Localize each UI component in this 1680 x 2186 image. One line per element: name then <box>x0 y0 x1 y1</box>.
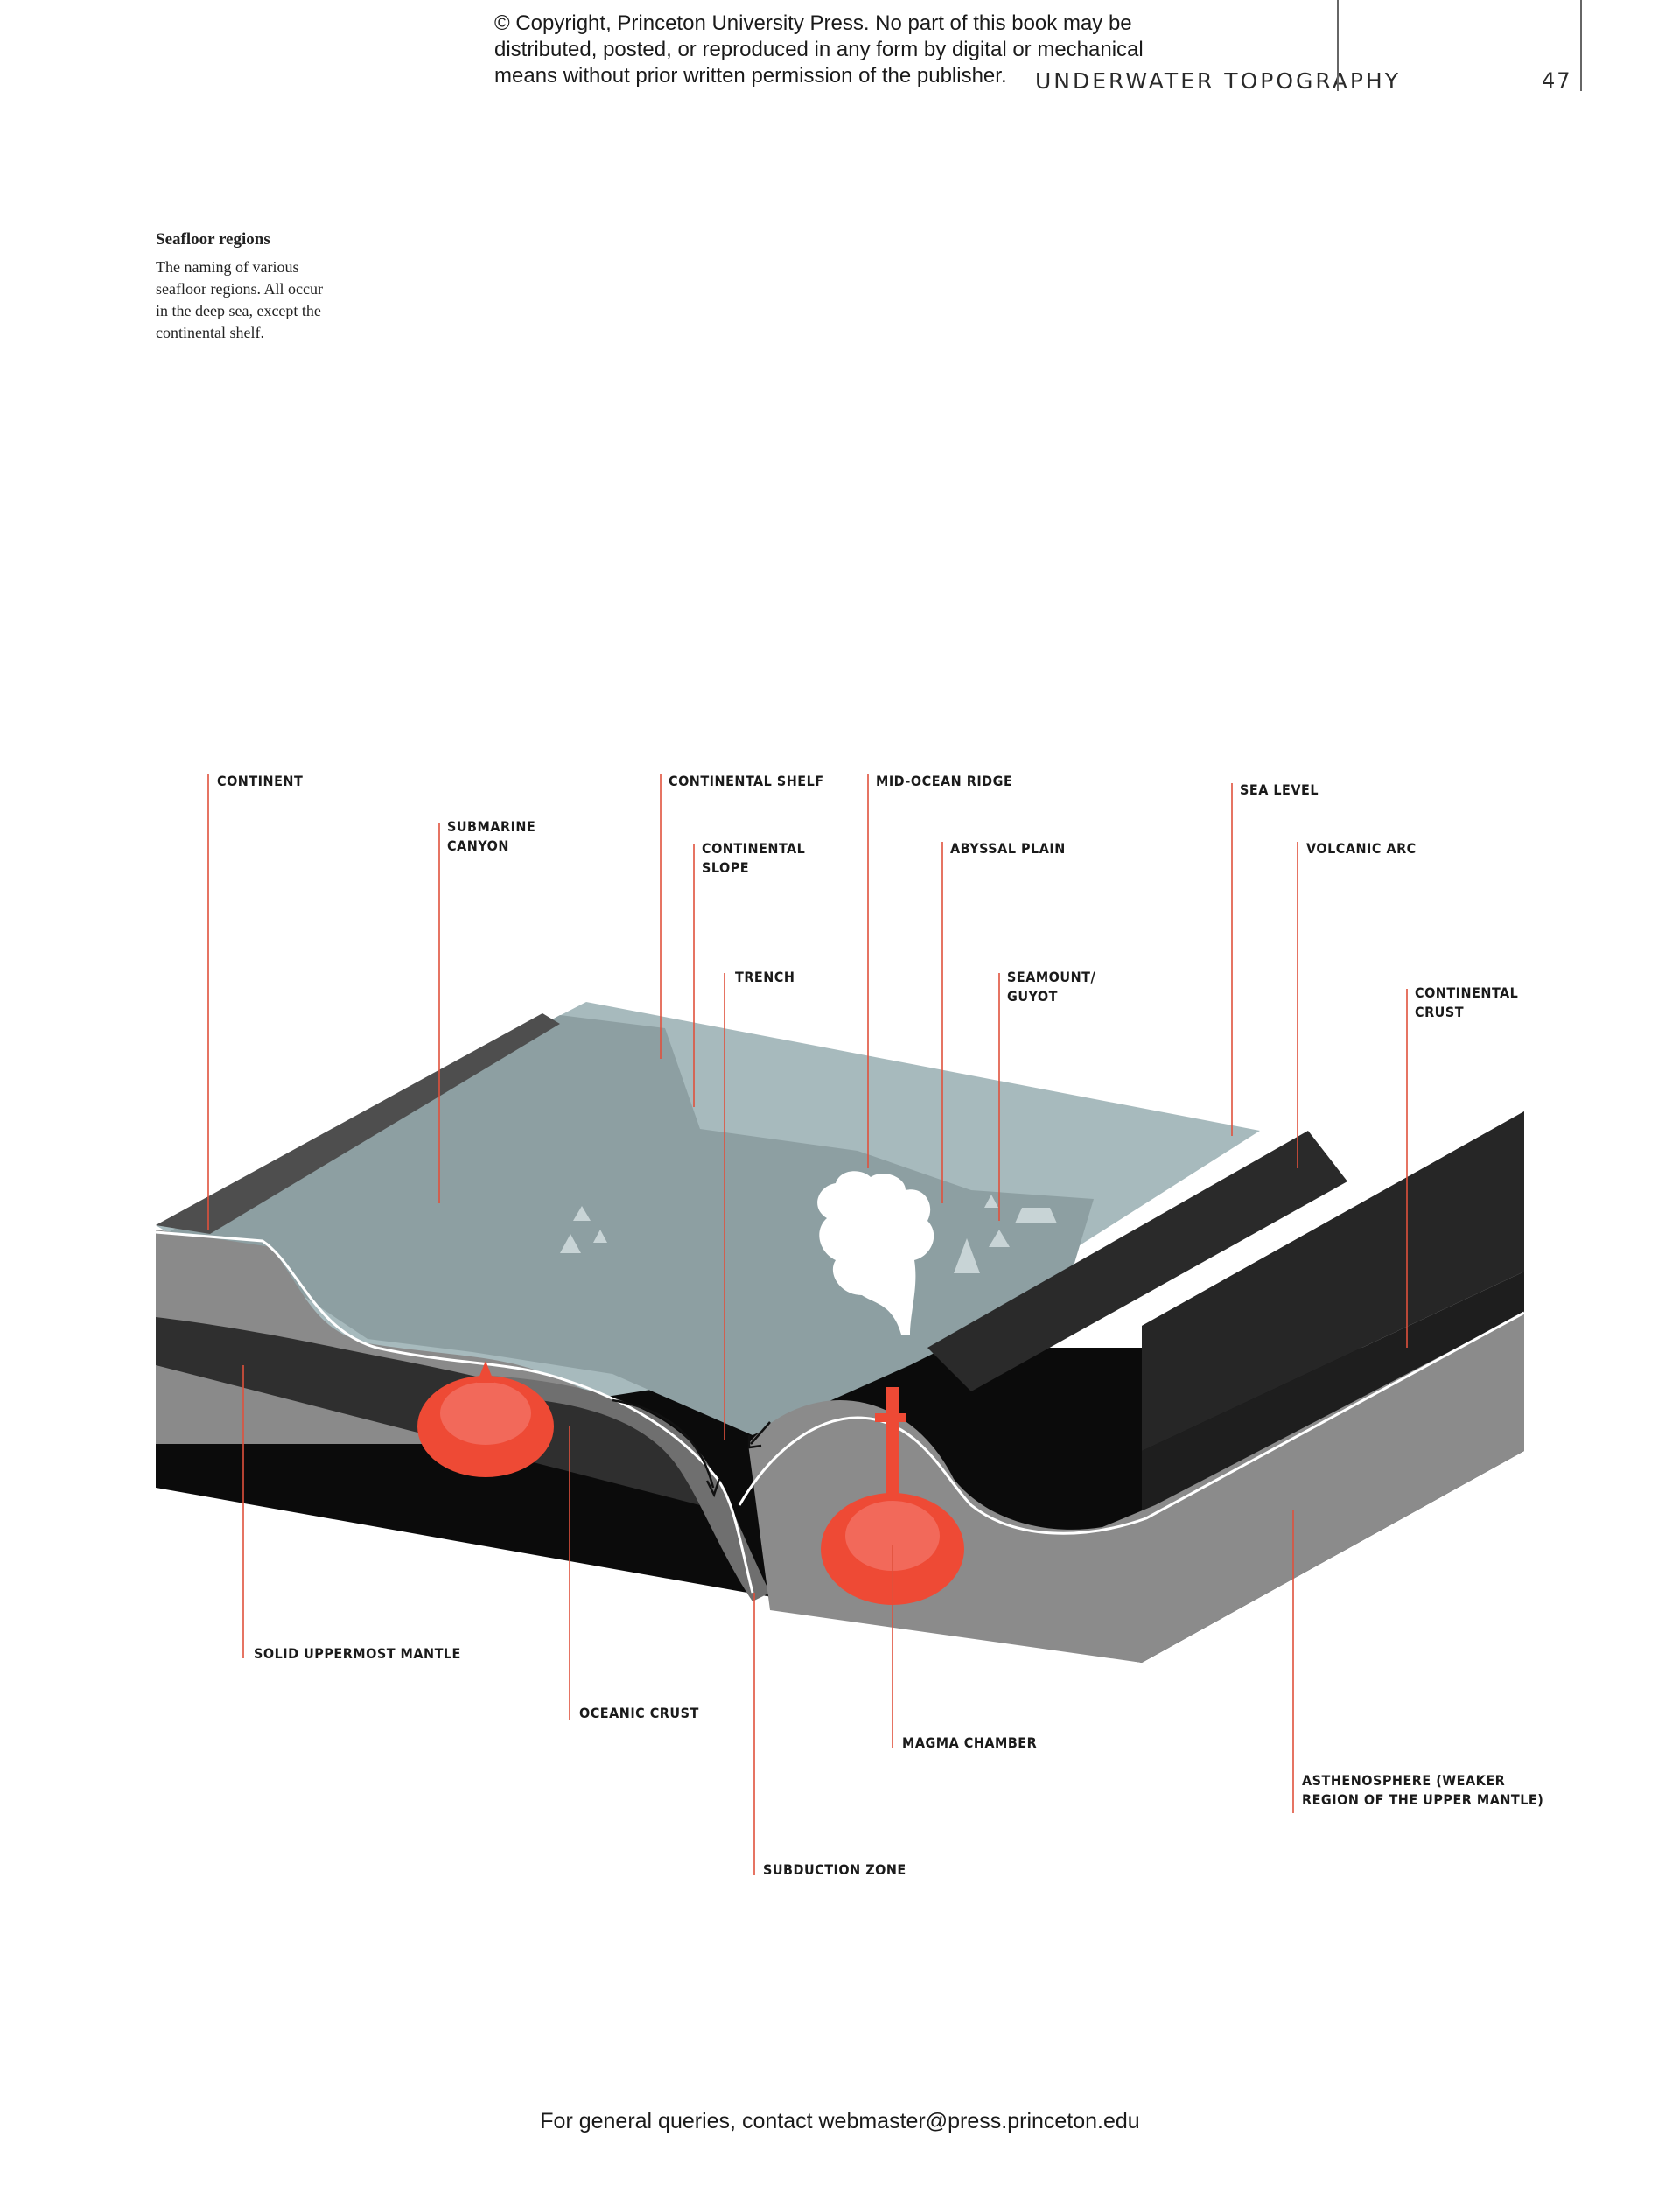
footer-contact: For general queries, contact webmaster@p… <box>540 2109 1140 2133</box>
label-oceanic-crust: OCEANIC CRUST <box>579 1705 699 1721</box>
label-continental-shelf: CONTINENTAL SHELF <box>668 773 824 789</box>
figure-caption: Seafloor regions The naming of various s… <box>156 230 383 344</box>
copyright-line: distributed, posted, or reproduced in an… <box>494 38 1144 61</box>
subduction-arrows <box>612 1398 771 1498</box>
label-continent: CONTINENT <box>217 773 303 789</box>
magma-chamber-left <box>417 1361 554 1477</box>
volcanic-arc-ridge <box>928 1131 1348 1391</box>
caption-line: in the deep sea, except the <box>156 302 321 319</box>
label-asthenosphere: ASTHENOSPHERE (WEAKER REGION OF THE UPPE… <box>1302 1772 1544 1808</box>
label-seamount-guyot: SEAMOUNT/ GUYOT <box>1007 969 1101 1005</box>
continental-crust-face <box>1142 1111 1524 1451</box>
seafloor-outline-right <box>738 1311 1525 1535</box>
seafloor-outline <box>155 1230 754 1594</box>
label-sea-level: SEA LEVEL <box>1240 781 1319 798</box>
copyright-line: means without prior written permission o… <box>494 64 1007 88</box>
label-submarine-canyon: SUBMARINE CANYON <box>447 818 541 854</box>
page-number: 47 <box>1542 68 1572 93</box>
seamounts <box>560 1195 1057 1273</box>
volcanic-plume <box>817 1171 934 1335</box>
caption-title: Seafloor regions <box>156 230 270 249</box>
header-rule-right <box>1580 0 1582 91</box>
continent-surface <box>156 1013 560 1234</box>
header-rule-left <box>1337 0 1339 91</box>
label-volcanic-arc: VOLCANIC ARC <box>1306 840 1417 857</box>
caption-body: The naming of various seafloor regions. … <box>156 256 383 344</box>
label-trench: TRENCH <box>735 969 794 985</box>
caption-line: The naming of various <box>156 258 299 276</box>
label-mid-ocean-ridge: MID-OCEAN RIDGE <box>876 773 1012 789</box>
caption-line: seafloor regions. All occur <box>156 280 323 298</box>
copyright-line: © Copyright, Princeton University Press.… <box>494 11 1132 35</box>
label-abyssal-plain: ABYSSAL PLAIN <box>950 840 1066 857</box>
label-magma-chamber: MAGMA CHAMBER <box>902 1734 1037 1751</box>
label-continental-crust: CONTINENTAL CRUST <box>1415 984 1523 1020</box>
copyright-notice: © Copyright, Princeton University Press.… <box>494 11 1194 89</box>
oceanic-crust-slab <box>490 1376 770 1601</box>
caption-line: continental shelf. <box>156 324 264 341</box>
label-continental-slope: CONTINENTAL SLOPE <box>702 840 810 876</box>
label-subduction-zone: SUBDUCTION ZONE <box>763 1861 906 1878</box>
label-solid-uppermost-mantle: SOLID UPPERMOST MANTLE <box>254 1645 461 1662</box>
